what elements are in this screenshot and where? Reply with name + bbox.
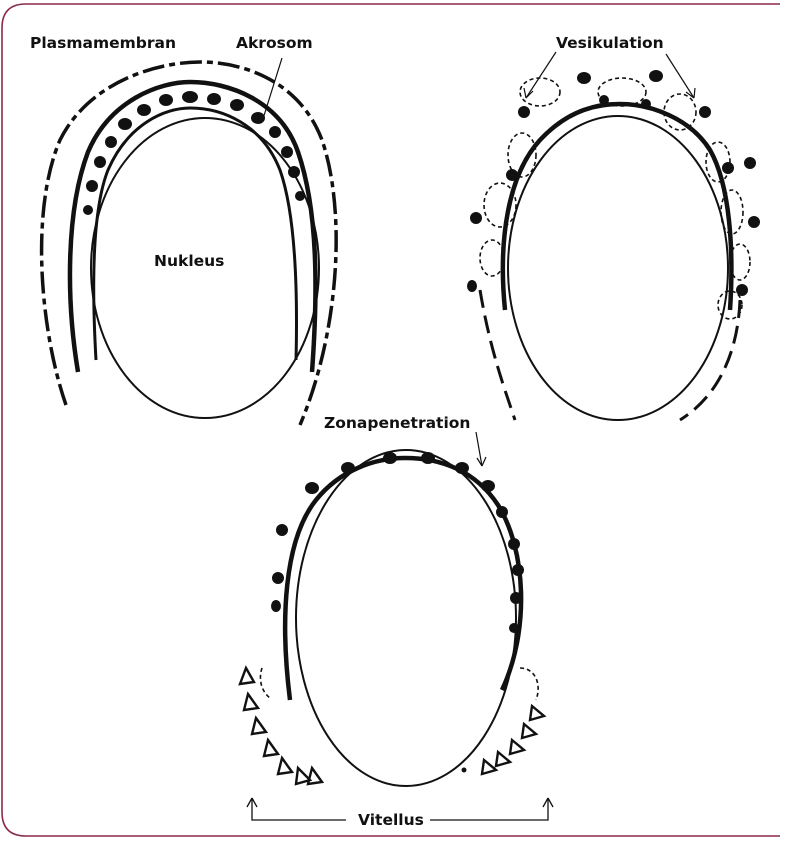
acrosome-outer-membrane — [70, 82, 316, 372]
label-vitellus: Vitellus — [358, 813, 424, 829]
label-plasma-membrane: Plasmamembran — [30, 36, 176, 52]
label-nucleus: Nukleus — [154, 254, 224, 270]
nucleus-ellipse-2 — [508, 116, 728, 420]
panel-zona-penetration — [240, 432, 553, 820]
nucleus-ellipse-3 — [296, 450, 516, 786]
label-vesiculation: Vesikulation — [556, 36, 664, 52]
panel-intact-sperm-head — [42, 58, 337, 425]
label-acrosome: Akrosom — [236, 36, 313, 52]
plasma-membrane-outline — [42, 62, 337, 425]
acrosome-inner-membrane — [94, 108, 297, 360]
label-zona-penetration: Zonapenetration — [324, 416, 470, 432]
panel-vesiculation — [467, 52, 760, 420]
